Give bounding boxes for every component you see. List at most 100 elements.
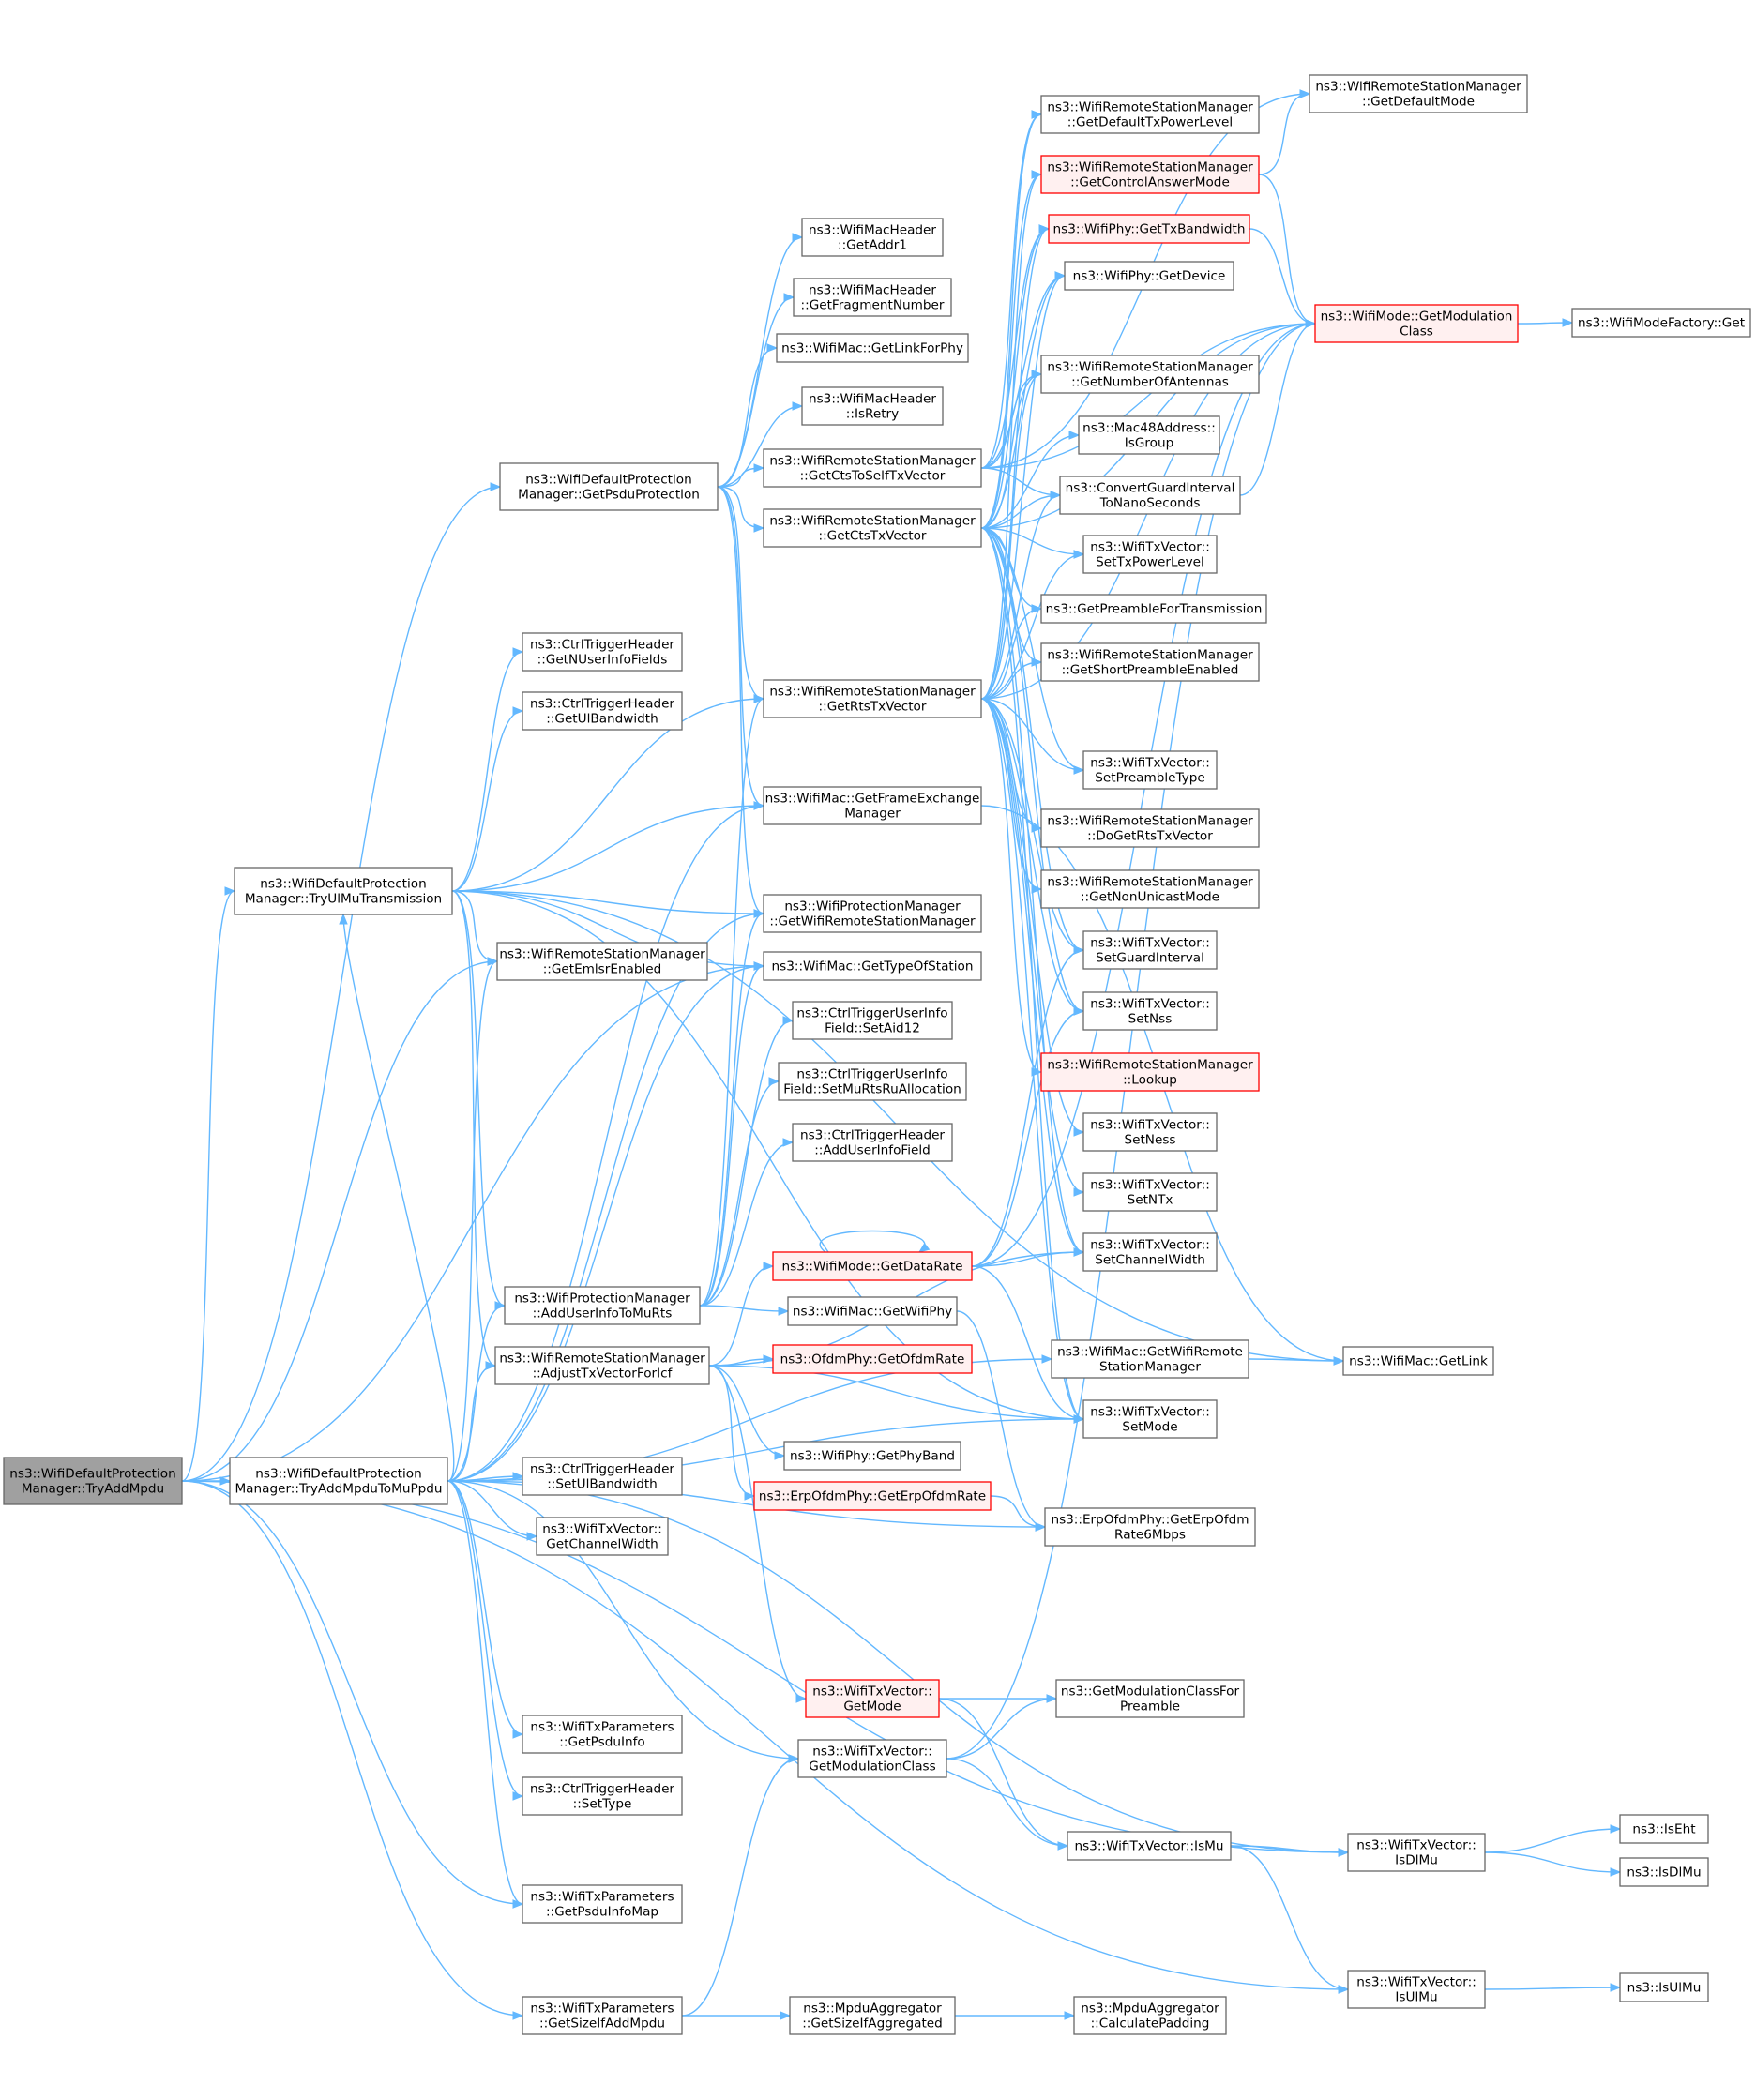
node-get-psdu-protection[interactable]: ns3::WifiDefaultProtectionManager::GetPs… bbox=[499, 462, 719, 511]
node-box bbox=[1040, 594, 1267, 624]
node-add-user-info-to-mu-rts[interactable]: ns3::WifiProtectionManager::AddUserInfoT… bbox=[504, 1286, 701, 1325]
edge-arrowhead bbox=[1050, 491, 1062, 500]
node-is-dl-mu-vec[interactable]: ns3::WifiTxVector::IsDlMu bbox=[1347, 1833, 1486, 1872]
node-set-preamble-type[interactable]: ns3::WifiTxVector::SetPreambleType bbox=[1082, 750, 1218, 790]
node-get-modulation-class-mode[interactable]: ns3::WifiMode::GetModulationClass bbox=[1314, 304, 1519, 343]
node-label: ns3::WifiMac::GetFrameExchange bbox=[765, 792, 980, 807]
node-get-cts-to-self[interactable]: ns3::WifiRemoteStationManager::GetCtsToS… bbox=[763, 448, 982, 488]
node-box bbox=[1571, 308, 1751, 338]
node-calc-padding[interactable]: ns3::MpduAggregator::CalculatePadding bbox=[1073, 1996, 1227, 2035]
node-try-add-mpdu-to-mu-ppdu[interactable]: ns3::WifiDefaultProtectionManager::TryAd… bbox=[229, 1457, 448, 1505]
node-get-size-if-aggregated[interactable]: ns3::MpduAggregator::GetSizeIfAggregated bbox=[789, 1996, 956, 2035]
node-is-dl-mu[interactable]: ns3::IsDlMu bbox=[1619, 1857, 1709, 1887]
edge-arrowhead bbox=[795, 1694, 808, 1703]
node-set-nss[interactable]: ns3::WifiTxVector::SetNss bbox=[1082, 991, 1218, 1031]
node-get-device[interactable]: ns3::WifiPhy::GetDevice bbox=[1064, 261, 1234, 291]
edge-arrowhead bbox=[1038, 224, 1051, 234]
node-label: ns3::CtrlTriggerHeader bbox=[530, 1782, 674, 1797]
node-add-user-info-field[interactable]: ns3::CtrlTriggerHeader::AddUserInfoField bbox=[792, 1123, 953, 1162]
node-get-num-antennas[interactable]: ns3::WifiRemoteStationManager::GetNumber… bbox=[1040, 355, 1260, 394]
edge-arrowhead bbox=[1046, 1694, 1058, 1703]
node-do-get-rts[interactable]: ns3::WifiRemoteStationManager::DoGetRtsT… bbox=[1040, 808, 1260, 848]
node-adjust-tx-vector[interactable]: ns3::WifiRemoteStationManager::AdjustTxV… bbox=[494, 1346, 710, 1385]
node-get-emlsr[interactable]: ns3::WifiRemoteStationManager::GetEmlsrE… bbox=[496, 942, 708, 981]
node-set-ntx[interactable]: ns3::WifiTxVector::SetNTx bbox=[1082, 1172, 1218, 1212]
node-get-tx-bandwidth[interactable]: ns3::WifiPhy::GetTxBandwidth bbox=[1048, 214, 1250, 244]
edge-arrowhead bbox=[512, 1899, 524, 1909]
node-get-phy-band[interactable]: ns3::WifiPhy::GetPhyBand bbox=[783, 1441, 961, 1471]
node-label: Manager::TryUlMuTransmission bbox=[245, 892, 442, 907]
edge-line bbox=[181, 1480, 523, 2017]
node-is-group[interactable]: ns3::Mac48Address::IsGroup bbox=[1078, 415, 1220, 455]
node-lookup[interactable]: ns3::WifiRemoteStationManager::Lookup bbox=[1040, 1052, 1260, 1092]
node-get-link-for-phy[interactable]: ns3::WifiMac::GetLinkForPhy bbox=[776, 333, 969, 363]
node-get-non-unicast[interactable]: ns3::WifiRemoteStationManager::GetNonUni… bbox=[1040, 869, 1260, 909]
call-edge bbox=[971, 945, 1085, 1267]
edge-line bbox=[980, 434, 1080, 529]
node-is-eht[interactable]: ns3::IsEht bbox=[1619, 1814, 1709, 1844]
node-get-psdu-info-map[interactable]: ns3::WifiTxParameters::GetPsduInfoMap bbox=[522, 1884, 683, 1924]
node-set-channel-width[interactable]: ns3::WifiTxVector::SetChannelWidth bbox=[1082, 1232, 1218, 1272]
node-label: ::GetNonUnicastMode bbox=[1081, 890, 1219, 905]
edge-line bbox=[938, 1698, 1068, 1847]
node-get-link[interactable]: ns3::WifiMac::GetLink bbox=[1342, 1346, 1494, 1376]
edge-line bbox=[990, 1495, 1046, 1528]
node-root[interactable]: ns3::WifiDefaultProtectionManager::TryAd… bbox=[3, 1457, 183, 1505]
node-get-short-preamble[interactable]: ns3::WifiRemoteStationManager::GetShortP… bbox=[1040, 642, 1260, 682]
node-set-ul-bw[interactable]: ns3::CtrlTriggerHeader::SetUlBandwidth bbox=[522, 1457, 683, 1496]
node-get-psdu-info[interactable]: ns3::WifiTxParameters::GetPsduInfo bbox=[522, 1715, 683, 1754]
edge-line bbox=[980, 373, 1042, 700]
node-get-preamble-for-tx[interactable]: ns3::GetPreambleForTransmission bbox=[1040, 594, 1267, 624]
node-get-control-answer-mode[interactable]: ns3::WifiRemoteStationManager::GetContro… bbox=[1040, 155, 1260, 194]
node-set-ness[interactable]: ns3::WifiTxVector::SetNess bbox=[1082, 1112, 1218, 1152]
node-get-nuser-info[interactable]: ns3::CtrlTriggerHeader::GetNUserInfoFiel… bbox=[522, 632, 683, 672]
node-get-wifi-rsm-mac[interactable]: ns3::WifiMac::GetWifiRemoteStationManage… bbox=[1051, 1339, 1249, 1379]
node-is-mu[interactable]: ns3::WifiTxVector::IsMu bbox=[1067, 1831, 1232, 1861]
node-set-mu-rts-ru[interactable]: ns3::CtrlTriggerUserInfoField::SetMuRtsR… bbox=[778, 1062, 967, 1101]
node-get-type-of-station[interactable]: ns3::WifiMac::GetTypeOfStation bbox=[763, 951, 982, 981]
node-get-default-tx-power[interactable]: ns3::WifiRemoteStationManager::GetDefaul… bbox=[1040, 95, 1260, 134]
node-is-ul-mu-vec[interactable]: ns3::WifiTxVector::IsUlMu bbox=[1347, 1970, 1486, 2009]
node-set-type[interactable]: ns3::CtrlTriggerHeader::SetType bbox=[522, 1776, 683, 1816]
node-set-guard-interval[interactable]: ns3::WifiTxVector::SetGuardInterval bbox=[1082, 930, 1218, 970]
node-is-ul-mu[interactable]: ns3::IsUlMu bbox=[1619, 1972, 1709, 2002]
call-edge bbox=[1484, 1983, 1622, 1992]
node-label: GetMode bbox=[843, 1700, 901, 1715]
node-label: ::GetWifiRemoteStationManager bbox=[769, 914, 976, 929]
node-wifi-mode-factory-get[interactable]: ns3::WifiModeFactory::Get bbox=[1571, 308, 1751, 338]
node-box bbox=[792, 1123, 953, 1162]
node-get-erp-ofdm-rate[interactable]: ns3::ErpOfdmPhy::GetErpOfdmRate bbox=[753, 1481, 992, 1511]
node-label: ns3::WifiMac::GetLink bbox=[1349, 1354, 1488, 1369]
edge-line bbox=[980, 527, 1084, 951]
node-box bbox=[1040, 355, 1260, 394]
node-get-wrsm[interactable]: ns3::WifiProtectionManager::GetWifiRemot… bbox=[763, 894, 982, 933]
node-get-tx-vec-mode[interactable]: ns3::WifiTxVector::GetMode bbox=[805, 1679, 940, 1718]
node-get-default-mode[interactable]: ns3::WifiRemoteStationManager::GetDefaul… bbox=[1309, 74, 1528, 113]
node-label: ns3::WifiMac::GetLinkForPhy bbox=[781, 341, 963, 356]
call-edge bbox=[451, 890, 499, 966]
node-is-retry[interactable]: ns3::WifiMacHeader::IsRetry bbox=[801, 386, 944, 426]
node-set-tx-power-level[interactable]: ns3::WifiTxVector::SetTxPowerLevel bbox=[1082, 535, 1218, 574]
node-box bbox=[1059, 476, 1241, 515]
node-get-wifi-phy[interactable]: ns3::WifiMac::GetWifiPhy bbox=[787, 1296, 958, 1326]
node-get-ul-bw[interactable]: ns3::CtrlTriggerHeader::GetUlBandwidth bbox=[522, 691, 683, 731]
node-get-ofdm-rate[interactable]: ns3::OfdmPhy::GetOfdmRate bbox=[772, 1344, 973, 1374]
node-get-data-rate[interactable]: ns3::WifiMode::GetDataRate bbox=[772, 1251, 973, 1281]
node-get-mod-class[interactable]: ns3::WifiTxVector::GetModulationClass bbox=[797, 1739, 947, 1778]
node-get-size-if-add-mpdu[interactable]: ns3::WifiTxParameters::GetSizeIfAddMpdu bbox=[522, 1996, 683, 2035]
node-get-channel-width[interactable]: ns3::WifiTxVector::GetChannelWidth bbox=[536, 1517, 669, 1556]
node-get-cts-tx[interactable]: ns3::WifiRemoteStationManager::GetCtsTxV… bbox=[763, 508, 982, 548]
call-edge bbox=[946, 1694, 1058, 1760]
node-try-ul-mu[interactable]: ns3::WifiDefaultProtectionManager::TryUl… bbox=[234, 867, 453, 915]
node-set-mode[interactable]: ns3::WifiTxVector::SetMode bbox=[1082, 1399, 1218, 1439]
node-get-addr1[interactable]: ns3::WifiMacHeader::GetAddr1 bbox=[801, 218, 944, 257]
node-box bbox=[522, 632, 683, 672]
node-get-rts-tx[interactable]: ns3::WifiRemoteStationManager::GetRtsTxV… bbox=[763, 679, 982, 718]
node-box bbox=[1082, 750, 1218, 790]
node-get-frag-num[interactable]: ns3::WifiMacHeader::GetFragmentNumber bbox=[793, 278, 952, 317]
